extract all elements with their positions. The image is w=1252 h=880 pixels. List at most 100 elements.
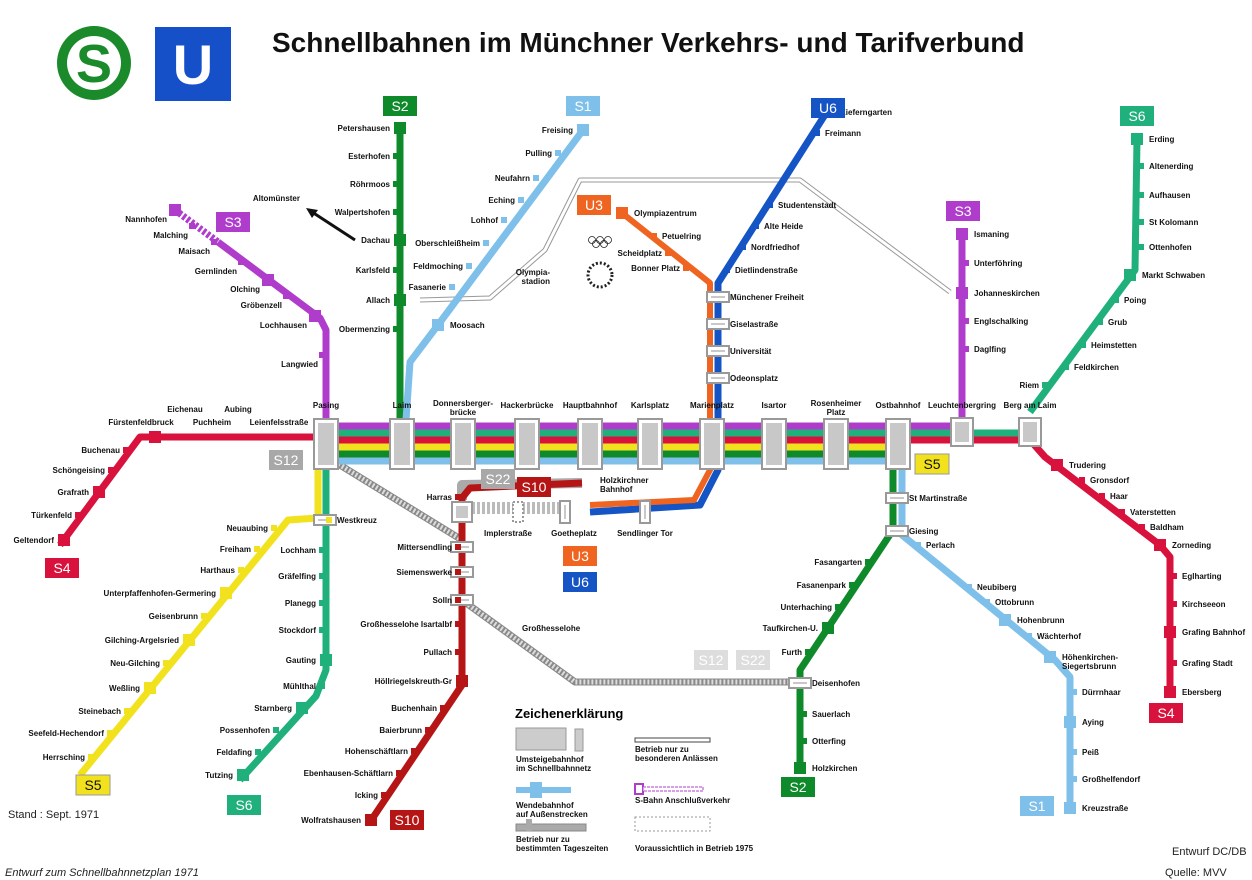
station-label-line: Universität [730,347,772,356]
station-label: Oberschleißheim [415,239,480,248]
station-marker [201,613,207,619]
line-badge-s12: S12 [694,650,728,670]
station-label: Dietlindenstraße [735,266,798,275]
station-label-line: brücke [450,408,477,417]
station-label: Neu-Gilching [110,659,160,668]
station-marker [1044,651,1056,663]
badge-bg [227,795,261,815]
badge-label: S12 [699,652,724,668]
station-marker [835,604,841,610]
station-marker [963,318,969,324]
station-marker [1124,269,1136,281]
station-label-line: St Kolomann [1149,218,1198,227]
station-label-line: Eching [488,196,515,205]
station-label-line: Freising [542,126,573,135]
station-label: Türkenfeld [31,511,72,520]
line-s3-connection [172,207,221,245]
olympic-ring [592,240,600,248]
station-label: Baldham [1150,523,1184,532]
station-label: Goetheplatz [551,529,597,538]
station-label: St Kolomann [1149,218,1198,227]
station-label-line: Otterfing [812,737,846,746]
station-label-line: Aying [1082,718,1104,727]
station-label-line: Gauting [286,656,316,665]
legend-item-label-line: Voraussichtlich in Betrieb 1975 [635,844,754,853]
badge-bg [946,201,980,221]
station-label-line: Aufhausen [1149,191,1190,200]
u-logo-letter: U [173,33,213,96]
station-label-line: Geisenbrunn [149,612,198,621]
station-label-line: Siemenswerke [396,568,452,577]
station-label-line: Steinebach [78,707,121,716]
station-label: Röhrmoos [350,180,391,189]
station-label: Fürstenfeldbruck [108,418,174,427]
legend-interchange-small-icon [574,728,584,752]
station-marker [213,434,219,440]
station-marker [449,284,455,290]
station-label: Trudering [1069,461,1106,470]
badge-bg [383,96,417,116]
station-label-line: Lochhausen [260,321,307,330]
badge-label: S2 [789,779,806,795]
station-marker [1063,364,1069,370]
interchange-box-inner [828,423,844,465]
station-marker [456,675,468,687]
station-marker [1138,219,1144,225]
legend-item-label-line: S-Bahn Anschlußverkehr [635,796,730,805]
line-badge-s6: S6 [1120,106,1154,126]
station-label: Ottenhofen [1149,243,1192,252]
station-label-line: Olching [230,285,260,294]
station-label: Pulling [525,149,552,158]
station-label-line: Kirchseeon [1182,600,1226,609]
station-label: Walpertshofen [335,208,390,217]
station-marker [984,599,990,605]
station-label: Schöngeising [53,466,106,475]
station-label-line: Unterföhring [974,259,1023,268]
station-marker [1097,319,1103,325]
station-label-line: Nordfriedhof [751,243,800,252]
line-s5-west [77,465,322,778]
station-label-line: Markt Schwaben [1142,271,1205,280]
station-marker [381,792,387,798]
station-label-line: Langwied [281,360,318,369]
station-label-line: Perlach [926,541,955,550]
station-label-line: Seefeld-Hechendorf [28,729,104,738]
station-label-line: Zorneding [1172,541,1211,550]
station-marker [144,682,156,694]
station-label-line: Malching [153,231,188,240]
station-label-line: Daglfing [974,345,1006,354]
station-marker [577,124,589,136]
station-label-line: Eichenau [167,405,203,414]
station-label-line: Odeonsplatz [730,374,778,383]
station-marker [1154,539,1166,551]
station-label-line: Gröbenzell [241,301,282,310]
station-marker [108,467,114,473]
station-label: Eichenau [167,405,203,414]
station-marker [107,730,113,736]
arrow-head-icon [306,208,318,218]
station-marker [963,260,969,266]
station-label: Grafing Bahnhof [1182,628,1245,637]
station-label-line: Hohenschäftlarn [345,747,408,756]
station-label: Fasanerie [409,283,447,292]
station-label-line: Westkreuz [337,516,377,525]
station-label-line: Haar [1110,492,1128,501]
station-label-line: Neufahrn [495,174,530,183]
badge-bg [1020,796,1054,816]
legend-terminus-line-icon [516,787,571,793]
station-label-line: Hackerbrücke [501,401,554,410]
station-label: Olympiazentrum [634,209,697,218]
station-label: Deisenhofen [812,679,860,688]
station-label-line: Wächterhof [1037,632,1081,641]
badge-bg [269,450,303,470]
line-badge-s5: S5 [75,774,111,796]
badge-bg [481,469,515,489]
station-label-line: Alte Heide [764,222,804,231]
station-label-line: Unterpfaffenhofen-Germering [104,589,217,598]
boxes-layer [313,291,1042,689]
legend-item-label-line: bestimmten Tageszeiten [516,844,608,853]
station-label: Kreuzstraße [1082,804,1129,813]
station-label: Langwied [281,360,318,369]
